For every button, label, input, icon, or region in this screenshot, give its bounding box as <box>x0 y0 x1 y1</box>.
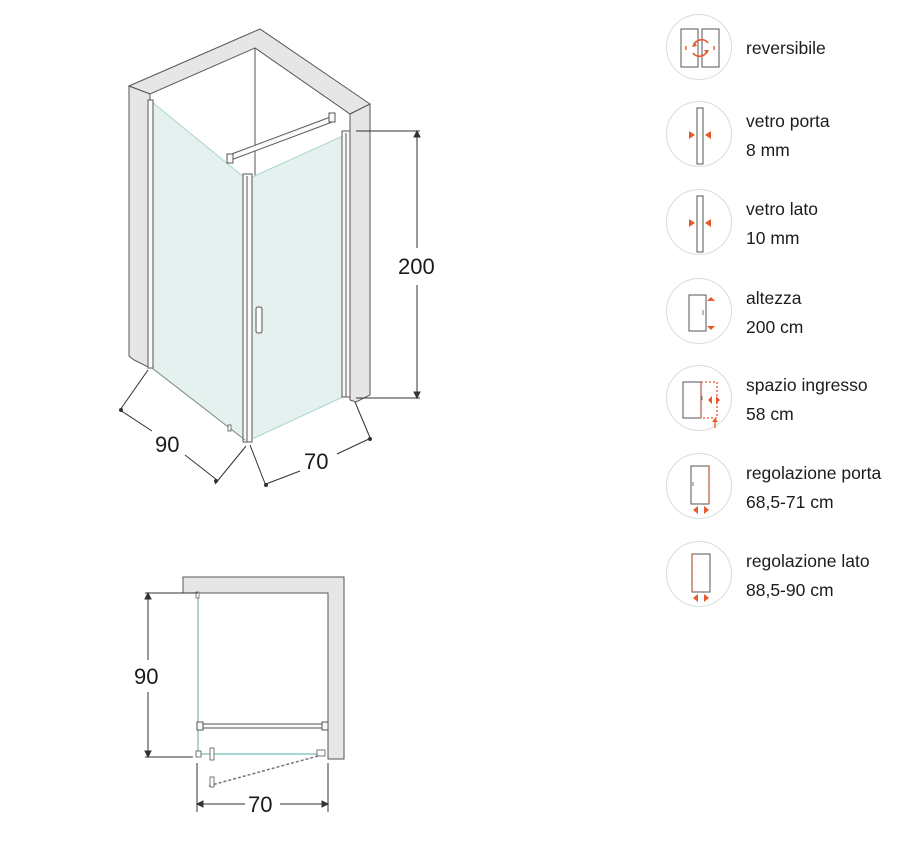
feature-height: altezza 200 cm <box>666 278 900 348</box>
stabilizer-bar <box>226 112 336 164</box>
isometric-shower-drawing: 200 90 70 <box>119 28 435 487</box>
plan-view-drawing: 90 70 <box>134 576 345 817</box>
plan-width-dimension-label: 70 <box>248 792 272 817</box>
feature-label: spazio ingresso <box>746 375 868 395</box>
feature-side-adjustment: regolazione lato 88,5-90 cm <box>666 541 900 611</box>
feature-label: vetro porta <box>746 111 830 131</box>
feature-label: regolazione lato <box>746 551 870 571</box>
feature-door-glass: vetro porta 8 mm <box>666 101 900 171</box>
plan-wall <box>182 576 345 760</box>
height-dimension <box>356 129 421 400</box>
height-icon <box>666 278 732 344</box>
feature-value: 10 mm <box>746 228 800 248</box>
feature-label: altezza <box>746 288 802 308</box>
width-dimension <box>249 401 372 487</box>
door-glass-thickness-icon <box>666 101 732 167</box>
side-glass-thickness-icon <box>666 189 732 255</box>
feature-label: regolazione porta <box>746 463 882 483</box>
plan-depth-dimension-label: 90 <box>134 664 158 689</box>
feature-value: 88,5-90 cm <box>746 580 834 600</box>
door-adjustment-icon <box>666 453 732 519</box>
feature-side-glass: vetro lato 10 mm <box>666 189 900 259</box>
feature-value: 58 cm <box>746 404 794 424</box>
plan-stabilizer-bar <box>196 721 329 731</box>
depth-dimension <box>119 369 247 485</box>
feature-value: 8 mm <box>746 140 790 160</box>
feature-value: 200 cm <box>746 317 804 337</box>
feature-reversible: reversibile <box>666 14 900 84</box>
plan-width-dimension <box>195 763 330 812</box>
feature-door-adjustment: regolazione porta 68,5-71 cm <box>666 453 900 523</box>
feature-entry-space: spazio ingresso 58 cm <box>666 365 900 435</box>
wall <box>127 28 371 403</box>
width-dimension-label: 70 <box>304 449 328 474</box>
entry-space-icon <box>666 365 732 431</box>
feature-label: vetro lato <box>746 199 818 219</box>
side-adjustment-icon <box>666 541 732 607</box>
feature-label: reversibile <box>746 38 826 58</box>
depth-dimension-label: 90 <box>155 432 179 457</box>
height-dimension-label: 200 <box>398 254 435 279</box>
plan-depth-dimension <box>144 591 198 759</box>
feature-value: 68,5-71 cm <box>746 492 834 512</box>
door-handle <box>255 306 263 334</box>
reversible-icon <box>666 14 732 80</box>
